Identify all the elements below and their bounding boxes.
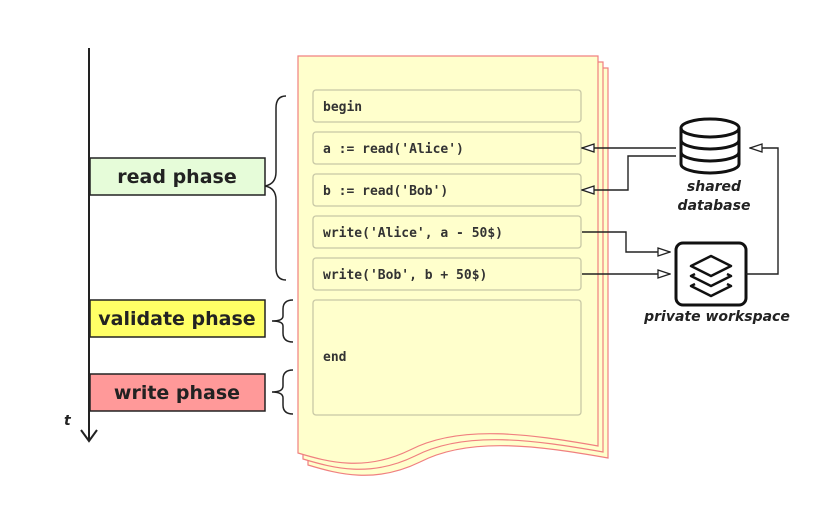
workspace-label: private workspace [643, 309, 790, 325]
phase-validate: validate phase [89, 299, 266, 338]
step-box-end [312, 299, 582, 416]
arrow-workspace-to-db [746, 148, 779, 275]
phase-write-label: write phase [114, 382, 240, 404]
write-phase-brace [271, 369, 294, 415]
phase-write-box [89, 373, 266, 412]
step-begin: begin [323, 100, 362, 115]
step-read-alice: a := read('Alice') [323, 142, 464, 157]
time-axis-arrowhead [80, 429, 98, 443]
step-read-bob: b := read('Bob') [323, 184, 448, 199]
phase-write: write phase [89, 373, 266, 412]
arrow-write-alice-to-workspace [582, 231, 670, 252]
step-box-write-bob [312, 257, 582, 291]
step-write-alice: write('Alice', a - 50$) [323, 226, 503, 241]
step-write-bob: write('Bob', b + 50$) [323, 268, 487, 283]
step-box-write-alice [312, 215, 582, 249]
database-label-line1: shared [687, 179, 742, 195]
transaction-document: begin a := read('Alice') b := read('Bob'… [297, 55, 609, 476]
arrow-db-to-read-bob [582, 155, 676, 190]
step-box-begin [312, 89, 582, 123]
time-axis-label: t [64, 413, 72, 429]
phase-validate-box [89, 299, 266, 338]
layers-icon [674, 241, 748, 307]
phase-read-label: read phase [117, 166, 236, 188]
time-axis: t [64, 48, 98, 443]
phase-read: read phase [89, 157, 266, 196]
database-label-line2: database [678, 198, 751, 214]
step-end: end [323, 350, 346, 365]
validate-phase-brace [271, 299, 294, 343]
read-phase-brace [264, 95, 287, 281]
database-icon [679, 117, 741, 175]
phase-read-box [89, 157, 266, 196]
phase-validate-label: validate phase [98, 308, 255, 330]
